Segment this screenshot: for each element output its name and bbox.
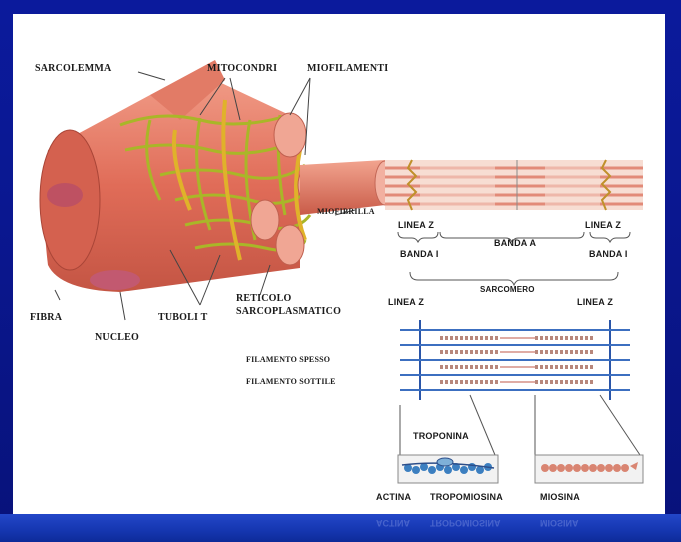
label-miofibrilla: MIOFIBRILLA	[317, 207, 375, 216]
label-linea-z-lower-left: LINEA Z	[388, 297, 424, 307]
label-sarcolemma: SARCOLEMMA	[35, 63, 111, 74]
sarcomere-strip	[385, 160, 643, 210]
label-sarcoplasmatico: SARCOPLASMATICO	[236, 306, 341, 317]
reflection-actina: ACTINA	[376, 518, 410, 528]
label-fibra: FIBRA	[30, 312, 62, 323]
label-tropomiosina: TROPOMIOSINA	[430, 492, 503, 502]
label-linea-z-left: LINEA Z	[398, 220, 434, 230]
myosin-closeup	[535, 455, 643, 483]
label-banda-a: BANDA A	[494, 238, 536, 248]
label-nucleo: NUCLEO	[95, 332, 139, 343]
label-tuboli-t: TUBOLI T	[158, 312, 208, 323]
reflection-tropomiosina: TROPOMIOSINA	[430, 518, 501, 528]
label-filamento-spesso: FILAMENTO SPESSO	[246, 355, 330, 364]
label-filamento-sottile: FILAMENTO SOTTILE	[246, 377, 336, 386]
label-miosina: MIOSINA	[540, 492, 580, 502]
label-banda-i-left: BANDA I	[400, 249, 439, 259]
actin-closeup	[398, 455, 498, 483]
label-mitocondri: MITOCONDRI	[207, 63, 277, 74]
bottom-band: ACTINA TROPOMIOSINA MIOSINA	[0, 514, 681, 542]
label-linea-z-right: LINEA Z	[585, 220, 621, 230]
label-reticolo: RETICOLO	[236, 293, 292, 304]
label-troponina: TROPONINA	[413, 431, 469, 441]
label-banda-i-right: BANDA I	[589, 249, 628, 259]
label-actina: ACTINA	[376, 492, 411, 502]
label-linea-z-lower-right: LINEA Z	[577, 297, 613, 307]
label-sarcomero: SARCOMERO	[480, 285, 535, 294]
reflection-miosina: MIOSINA	[540, 518, 579, 528]
muscle-fiber	[40, 60, 300, 292]
label-miofilamenti: MIOFILAMENTI	[307, 63, 388, 74]
